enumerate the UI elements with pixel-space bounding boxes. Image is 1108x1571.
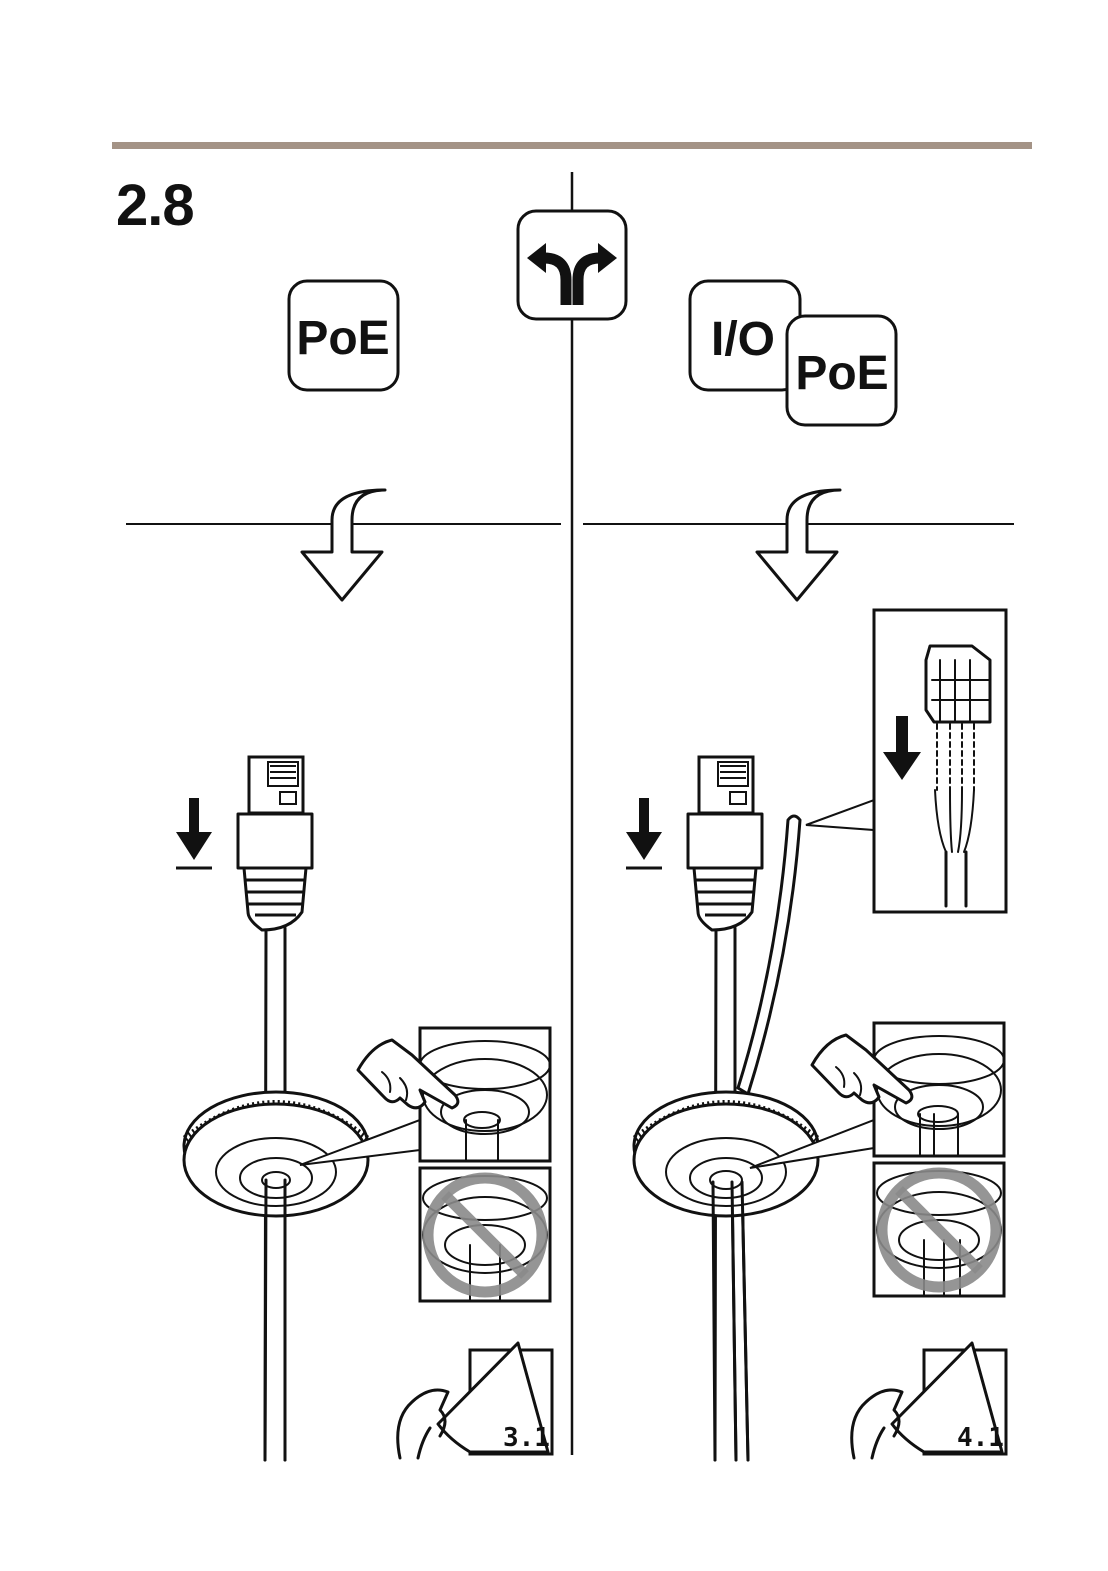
page-ref-left: 3.1: [503, 1423, 550, 1453]
poe-badge-right-label: PoE: [795, 347, 888, 400]
gasket-icon: [634, 1092, 818, 1460]
rj45-connector-icon: [238, 757, 312, 930]
press-arrow-icon: [626, 798, 662, 868]
rj45-connector-icon: [688, 757, 762, 930]
page-ref-right: 4.1: [957, 1423, 1004, 1453]
fork-arrows-icon: [518, 211, 626, 319]
io-badge: I/O: [690, 281, 800, 390]
io-terminal-detail: [806, 610, 1006, 912]
poe-badge-right: PoE: [787, 316, 896, 425]
poe-badge-left-label: PoE: [296, 312, 389, 365]
down-arrow-icon: [302, 490, 385, 600]
gasket-icon: [184, 1092, 368, 1460]
press-arrow-icon: [176, 798, 212, 868]
page-turn-icon: 4.1: [852, 1343, 1006, 1458]
terminal-block-icon: [926, 646, 990, 722]
page-turn-icon: 3.1: [398, 1343, 552, 1458]
down-arrow-icon: [757, 490, 840, 600]
poe-badge-left: PoE: [289, 281, 398, 390]
io-badge-label: I/O: [711, 313, 775, 366]
